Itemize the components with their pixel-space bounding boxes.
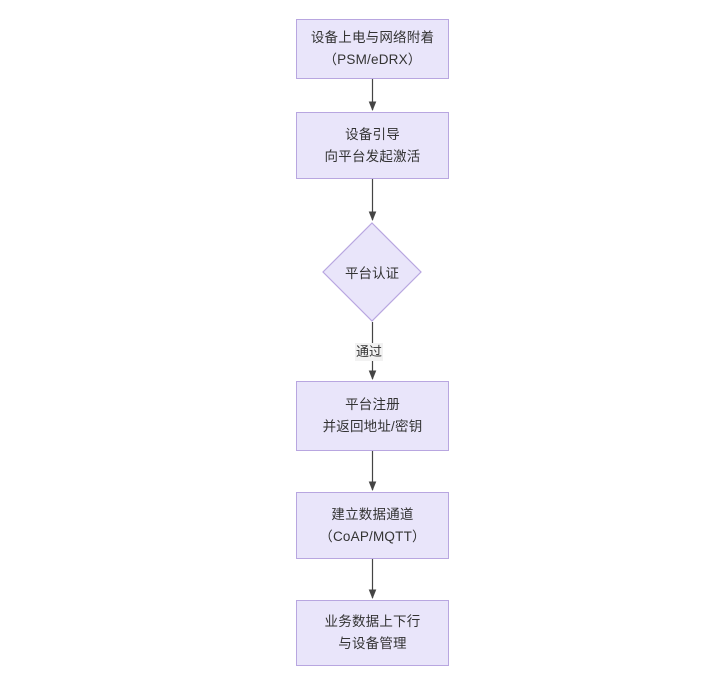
node-text-line: 平台注册 — [345, 397, 400, 412]
node-establish-data-channel[interactable]: 建立数据通道 （CoAP/MQTT） — [296, 492, 449, 559]
node-text-line: 设备引导 — [345, 126, 400, 142]
node-platform-authentication[interactable]: 平台认证 — [322, 222, 422, 322]
edge-label-pass: 通过 — [355, 343, 384, 361]
node-text-line: （CoAP/MQTT） — [319, 528, 426, 544]
diamond-shape — [322, 222, 422, 322]
node-text-line: 与设备管理 — [338, 636, 407, 651]
node-text-line: 业务数据上下行 — [324, 614, 421, 629]
node-text-line: （PSM/eDRX） — [323, 52, 422, 67]
node-text-line: 平台认证 — [345, 266, 399, 281]
node-device-bootstrap[interactable]: 设备引导 向平台发起激活 — [296, 112, 449, 179]
node-text-line: 设备上电与网络附着 — [310, 30, 435, 45]
node-text-line: 向平台发起激活 — [324, 148, 421, 164]
node-text-line: 并返回地址/密钥 — [322, 419, 423, 434]
node-device-power-on[interactable]: 设备上电与网络附着 （PSM/eDRX） — [296, 19, 449, 79]
node-text-line: 建立数据通道 — [331, 506, 414, 522]
node-business-data-and-device-management[interactable]: 业务数据上下行 与设备管理 — [296, 600, 449, 666]
node-platform-registration[interactable]: 平台注册 并返回地址/密钥 — [296, 381, 449, 451]
